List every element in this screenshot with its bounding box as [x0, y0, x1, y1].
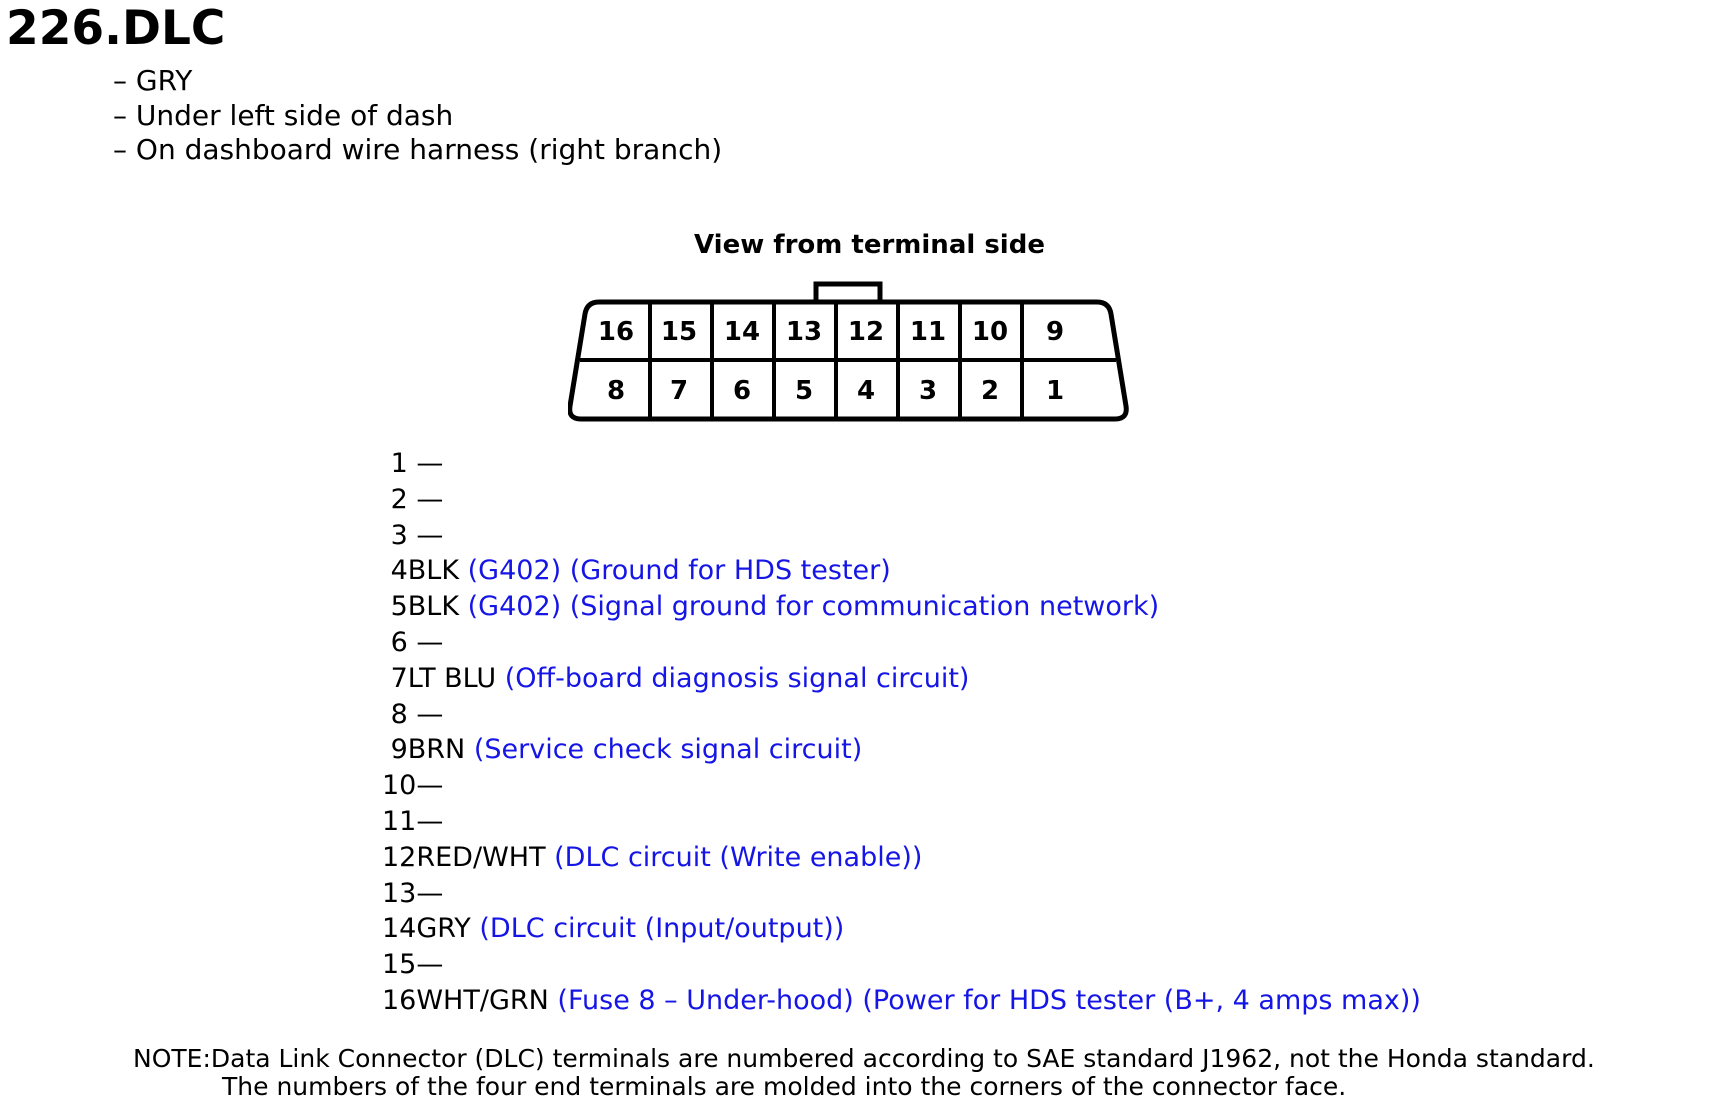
- pin-description: (DLC circuit (Input/output)): [479, 913, 845, 945]
- connector-color: – GRY: [113, 64, 193, 97]
- terminal-number: 16: [598, 317, 634, 347]
- pin-number-wire: 13—: [382, 877, 444, 909]
- pin-row: 1 —: [382, 446, 1421, 482]
- terminal-number: 2: [981, 376, 999, 406]
- pin-number-wire: 12RED/WHT: [382, 841, 555, 873]
- note-line-1: NOTE:Data Link Connector (DLC) terminals…: [133, 1044, 1595, 1073]
- pin-description: (G402) (Ground for HDS tester): [467, 555, 891, 587]
- pin-row: 9BRN (Service check signal circuit): [382, 732, 1421, 768]
- pin-row: 14GRY (DLC circuit (Input/output)): [382, 911, 1421, 947]
- pin-description: (Fuse 8 – Under-hood) (Power for HDS tes…: [557, 984, 1421, 1016]
- pin-row: 11—: [382, 804, 1421, 840]
- pin-row: 4BLK (G402) (Ground for HDS tester): [382, 553, 1421, 589]
- connector-diagram: 16 15 14 13 12 11 10 9 8 7 6 5 4 3 2 1: [568, 281, 1129, 422]
- pin-number-wire: 14GRY: [382, 913, 480, 945]
- terminal-number: 14: [724, 317, 760, 347]
- pin-number-wire: 1 —: [382, 448, 444, 479]
- terminal-dividers: [648, 302, 1024, 419]
- terminal-number: 9: [1046, 317, 1064, 347]
- pin-row: 7LT BLU (Off-board diagnosis signal circ…: [382, 661, 1421, 697]
- terminal-number: 15: [661, 317, 697, 347]
- terminal-number: 3: [919, 376, 937, 406]
- terminal-numbers: 16 15 14 13 12 11 10 9 8 7 6 5 4 3 2 1: [598, 317, 1064, 406]
- pin-number-wire: 7LT BLU: [382, 662, 505, 694]
- pin-number-wire: 6 —: [382, 626, 444, 658]
- terminal-number: 1: [1046, 376, 1064, 406]
- terminal-number: 8: [607, 376, 625, 406]
- pin-row: 8 —: [382, 697, 1421, 733]
- pin-description: (Off-board diagnosis signal circuit): [504, 662, 970, 694]
- terminal-number: 12: [848, 317, 884, 347]
- pin-description: (Service check signal circuit): [473, 734, 863, 766]
- pin-row: 2 —: [382, 482, 1421, 518]
- connector-location: – Under left side of dash: [113, 98, 454, 132]
- terminal-number: 7: [670, 376, 688, 406]
- pin-row: 3 —: [382, 518, 1421, 554]
- pin-row: 10—: [382, 768, 1421, 804]
- terminal-number: 11: [910, 317, 946, 347]
- pin-number-wire: 2 —: [382, 483, 444, 515]
- pin-description: (G402) (Signal ground for communication …: [467, 591, 1160, 623]
- connector-harness: – On dashboard wire harness (right branc…: [113, 133, 723, 166]
- pin-list: 1 — 2 — 3 — 4BLK (G402) (Ground for HDS …: [382, 446, 1421, 1019]
- pin-number-wire: 3 —: [382, 519, 444, 551]
- connector-latch: [813, 281, 883, 302]
- pin-row: 13—: [382, 876, 1421, 912]
- terminal-number: 4: [857, 376, 875, 406]
- pin-row: 15—: [382, 947, 1421, 983]
- note: NOTE:Data Link Connector (DLC) terminals…: [133, 1045, 1595, 1101]
- terminal-number: 5: [795, 376, 813, 406]
- pin-number-wire: 8 —: [382, 698, 444, 730]
- view-caption: View from terminal side: [694, 230, 1045, 260]
- terminal-number: 6: [733, 376, 751, 406]
- pin-number-wire: 10—: [382, 770, 444, 802]
- pin-description: (DLC circuit (Write enable)): [554, 841, 923, 873]
- pin-number-wire: 11—: [382, 805, 444, 837]
- pin-number-wire: 5BLK: [382, 591, 468, 623]
- terminal-number: 13: [786, 317, 822, 347]
- pin-row: 6 —: [382, 625, 1421, 661]
- pin-row: 12RED/WHT (DLC circuit (Write enable)): [382, 840, 1421, 876]
- pin-number-wire: 9BRN: [382, 734, 474, 766]
- pin-row: 5BLK (G402) (Signal ground for communica…: [382, 589, 1421, 625]
- pin-number-wire: 15—: [382, 949, 444, 981]
- pin-number-wire: 4BLK: [382, 555, 468, 587]
- page-title: 226.DLC: [6, 1, 226, 56]
- terminal-number: 10: [972, 317, 1008, 347]
- connector-info-list: – GRY – Under left side of dash – On das…: [113, 64, 722, 168]
- pin-row: 16WHT/GRN (Fuse 8 – Under-hood) (Power f…: [382, 983, 1421, 1019]
- pin-number-wire: 16WHT/GRN: [382, 984, 558, 1016]
- note-line-2: The numbers of the four end terminals ar…: [222, 1072, 1347, 1101]
